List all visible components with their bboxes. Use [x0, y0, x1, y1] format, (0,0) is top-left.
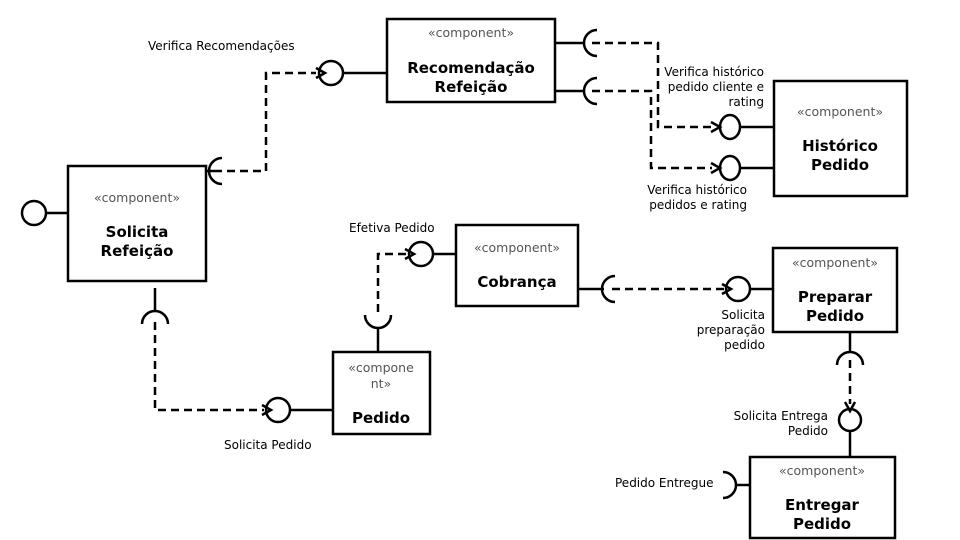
label-solicita-entrega: Pedido [788, 424, 828, 438]
interface-verifica-historico-pedidos [718, 154, 742, 182]
label-efetiva-pedido: Efetiva Pedido [349, 221, 435, 235]
stereotype-label: «component» [474, 240, 560, 255]
stereotype-label: «compone [348, 360, 414, 375]
socket-solicita-pedido [140, 309, 170, 325]
component-name: Histórico [802, 137, 878, 155]
component-solicita-refeicao: «component» Solicita Refeição [66, 164, 208, 283]
label-verifica-historico-cliente: pedido cliente e [668, 80, 764, 94]
interface-verifica-recomendacoes [317, 59, 345, 87]
interface-solicita-preparacao [724, 275, 752, 303]
socket-solicita-recomendacoes [207, 156, 223, 186]
stereotype-label: «component» [779, 463, 865, 478]
component-name: Preparar [798, 288, 873, 306]
socket-cobranca-preparacao [600, 274, 616, 304]
arrowhead [404, 247, 417, 261]
dep-solicita-to-pedido [153, 322, 264, 412]
arrowhead [721, 282, 734, 296]
stereotype-label: «component» [792, 255, 878, 270]
dep-solicita-to-recomendacao [214, 71, 316, 173]
label-solicita-preparacao: Solicita [721, 308, 765, 322]
component-preparar-pedido: «component» Preparar Pedido [771, 246, 899, 334]
dep-recomendacao-to-historico-pedidos [592, 89, 712, 170]
component-name: Cobrança [477, 273, 556, 291]
socket-preparar-entrega [835, 350, 865, 366]
component-cobranca: «component» Cobrança [454, 223, 580, 308]
arrowhead [710, 161, 723, 175]
component-name: Entregar [785, 496, 860, 514]
component-name: Pedido [806, 307, 864, 325]
component-pedido: «compone nt» Pedido [331, 350, 432, 436]
component-name: Pedido [811, 156, 869, 174]
socket-recomendacao-historico-cliente [582, 28, 598, 58]
label-solicita-entrega: Solicita Entrega [734, 409, 828, 423]
interface-efetiva-pedido [407, 240, 435, 268]
arrowhead [315, 66, 328, 80]
label-verifica-historico-pedidos: pedidos e rating [649, 198, 747, 212]
dep-recomendacao-to-historico-cliente [592, 41, 712, 129]
component-historico-pedido: «component» Histórico Pedido [772, 79, 909, 198]
socket-entregar-pedido-entregue [722, 470, 738, 500]
label-verifica-historico-cliente: rating [728, 95, 764, 109]
interface-verifica-historico-cliente [718, 113, 742, 141]
arrowhead [261, 403, 274, 417]
component-entregar-pedido: «component» Entregar Pedido [748, 455, 897, 540]
dep-pedido-to-cobranca [376, 252, 406, 312]
label-verifica-historico-cliente: Verifica histórico [664, 65, 764, 79]
stereotype-label: «component» [797, 104, 883, 119]
label-verifica-historico-pedidos: Verifica histórico [647, 183, 747, 197]
component-name: Refeição [435, 78, 508, 96]
interface-solicita-pedido [264, 396, 292, 424]
label-solicita-preparacao: pedido [724, 338, 765, 352]
component-name: Recomendação [407, 59, 535, 77]
arrowhead [710, 120, 723, 134]
interface-solicita-refeicao [20, 199, 48, 227]
label-solicita-preparacao: preparação [697, 323, 765, 337]
component-name: Solicita [106, 223, 169, 241]
component-recomendacao-refeicao: «component» Recomendação Refeição [385, 17, 557, 104]
arrowhead [843, 401, 857, 414]
component-name: Pedido [352, 409, 410, 427]
stereotype-label: «component» [94, 190, 180, 205]
stereotype-label: nt» [371, 376, 391, 391]
socket-pedido-efetiva [363, 314, 393, 330]
label-solicita-pedido: Solicita Pedido [224, 438, 312, 452]
label-verifica-recomendacoes: Verifica Recomendações [148, 39, 295, 53]
component-name: Refeição [101, 242, 174, 260]
component-name: Pedido [793, 515, 851, 533]
label-pedido-entregue: Pedido Entregue [615, 476, 713, 490]
stereotype-label: «component» [428, 25, 514, 40]
socket-recomendacao-historico-pedidos [582, 76, 598, 106]
